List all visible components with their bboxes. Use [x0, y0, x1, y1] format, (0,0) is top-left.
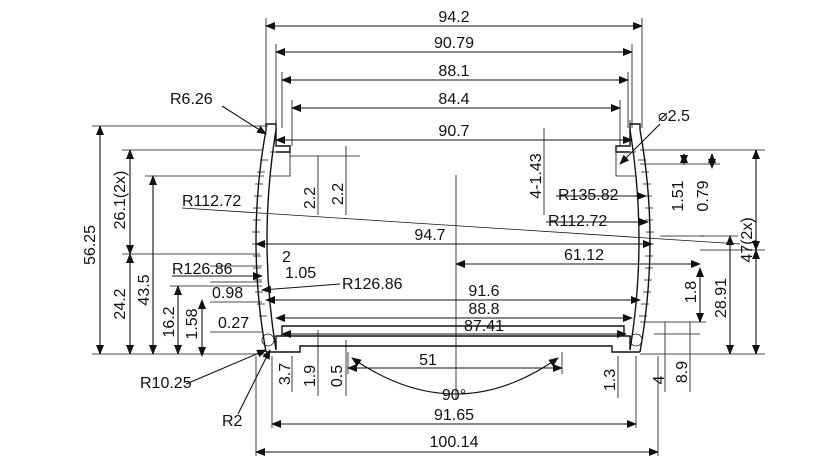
dim-8-9: 8.9	[674, 361, 691, 383]
dim-87-41: 87.41	[464, 318, 504, 335]
dim-47-2x: 47(2x)	[739, 217, 756, 262]
dim-16-2: 16.2	[161, 306, 178, 337]
dim-0-27: 0.27	[218, 315, 249, 332]
bottom-left-small-dimensions: 3.7 1.9 0.5	[277, 330, 347, 396]
dim-1-05: 1.05	[285, 265, 316, 282]
radius-r126-86-a: R126.86	[172, 261, 233, 278]
middle-dimensions: 94.7 61.12 91.6 88.8 87.41 51 90°	[255, 175, 701, 404]
dim-24-2: 24.2	[112, 288, 129, 319]
top-dimensions: 94.2 90.79 88.1 84.4 90.7	[265, 9, 643, 146]
radius-r10-25: R10.25	[140, 375, 192, 392]
diameter-2-5: ⌀2.5	[658, 108, 690, 125]
dim-4: 4	[651, 375, 668, 384]
dim-88-8: 88.8	[468, 301, 499, 318]
dim-88-1: 88.1	[438, 63, 469, 80]
radius-callouts: R6.26 R112.72 R126.86 R126.86 R135.82 R1…	[140, 91, 741, 430]
dim-1-8: 1.8	[683, 281, 700, 303]
dim-94-2: 94.2	[438, 9, 469, 26]
inner-top-dimensions: 2.2 2.2 4-1.43	[290, 128, 545, 215]
right-vertical-dimensions: 47(2x) 1.51 0.79 28.91 1.8 4 8.9 1.3	[602, 149, 765, 398]
radius-r126-86-b: R126.86	[342, 276, 403, 293]
dim-2: 2	[282, 249, 291, 266]
dim-90deg: 90°	[442, 387, 466, 404]
dim-0-79: 0.79	[695, 180, 712, 211]
bottom-dimensions: 91.65 100.14	[255, 356, 659, 456]
dim-90-79: 90.79	[434, 35, 474, 52]
dim-84-4: 84.4	[438, 91, 469, 108]
dim-1-9: 1.9	[302, 365, 319, 387]
radius-r2: R2	[222, 413, 243, 430]
dim-3-7: 3.7	[277, 363, 294, 385]
dim-1-3: 1.3	[602, 369, 619, 391]
dim-43-5: 43.5	[136, 274, 153, 305]
dim-91-6: 91.6	[468, 283, 499, 300]
dim-1-58: 1.58	[184, 308, 201, 339]
left-vertical-dimensions: 56.25 26.1(2x) 24.2 43.5 16.2 1.58 2 1.0…	[82, 125, 316, 357]
dim-2-2-b: 2.2	[330, 183, 347, 205]
dim-51: 51	[419, 352, 437, 369]
radius-r112-72-left: R112.72	[182, 193, 241, 210]
dim-26-1-2x: 26.1(2x)	[112, 171, 129, 230]
dim-90-7: 90.7	[438, 123, 469, 140]
dim-0-5: 0.5	[329, 365, 346, 387]
dim-2-2-a: 2.2	[302, 187, 319, 209]
enclosure-profile	[252, 120, 654, 353]
dim-1-51: 1.51	[670, 180, 687, 211]
dim-61-12: 61.12	[564, 247, 604, 264]
dim-4-1-43: 4-1.43	[528, 153, 545, 198]
dim-0-98: 0.98	[212, 285, 243, 302]
radius-r6-26: R6.26	[170, 91, 213, 108]
dim-56-25: 56.25	[82, 225, 99, 265]
dim-91-65: 91.65	[434, 407, 474, 424]
dim-94-7: 94.7	[414, 227, 445, 244]
dim-28-91: 28.91	[713, 278, 730, 318]
dim-100-14: 100.14	[430, 434, 479, 451]
